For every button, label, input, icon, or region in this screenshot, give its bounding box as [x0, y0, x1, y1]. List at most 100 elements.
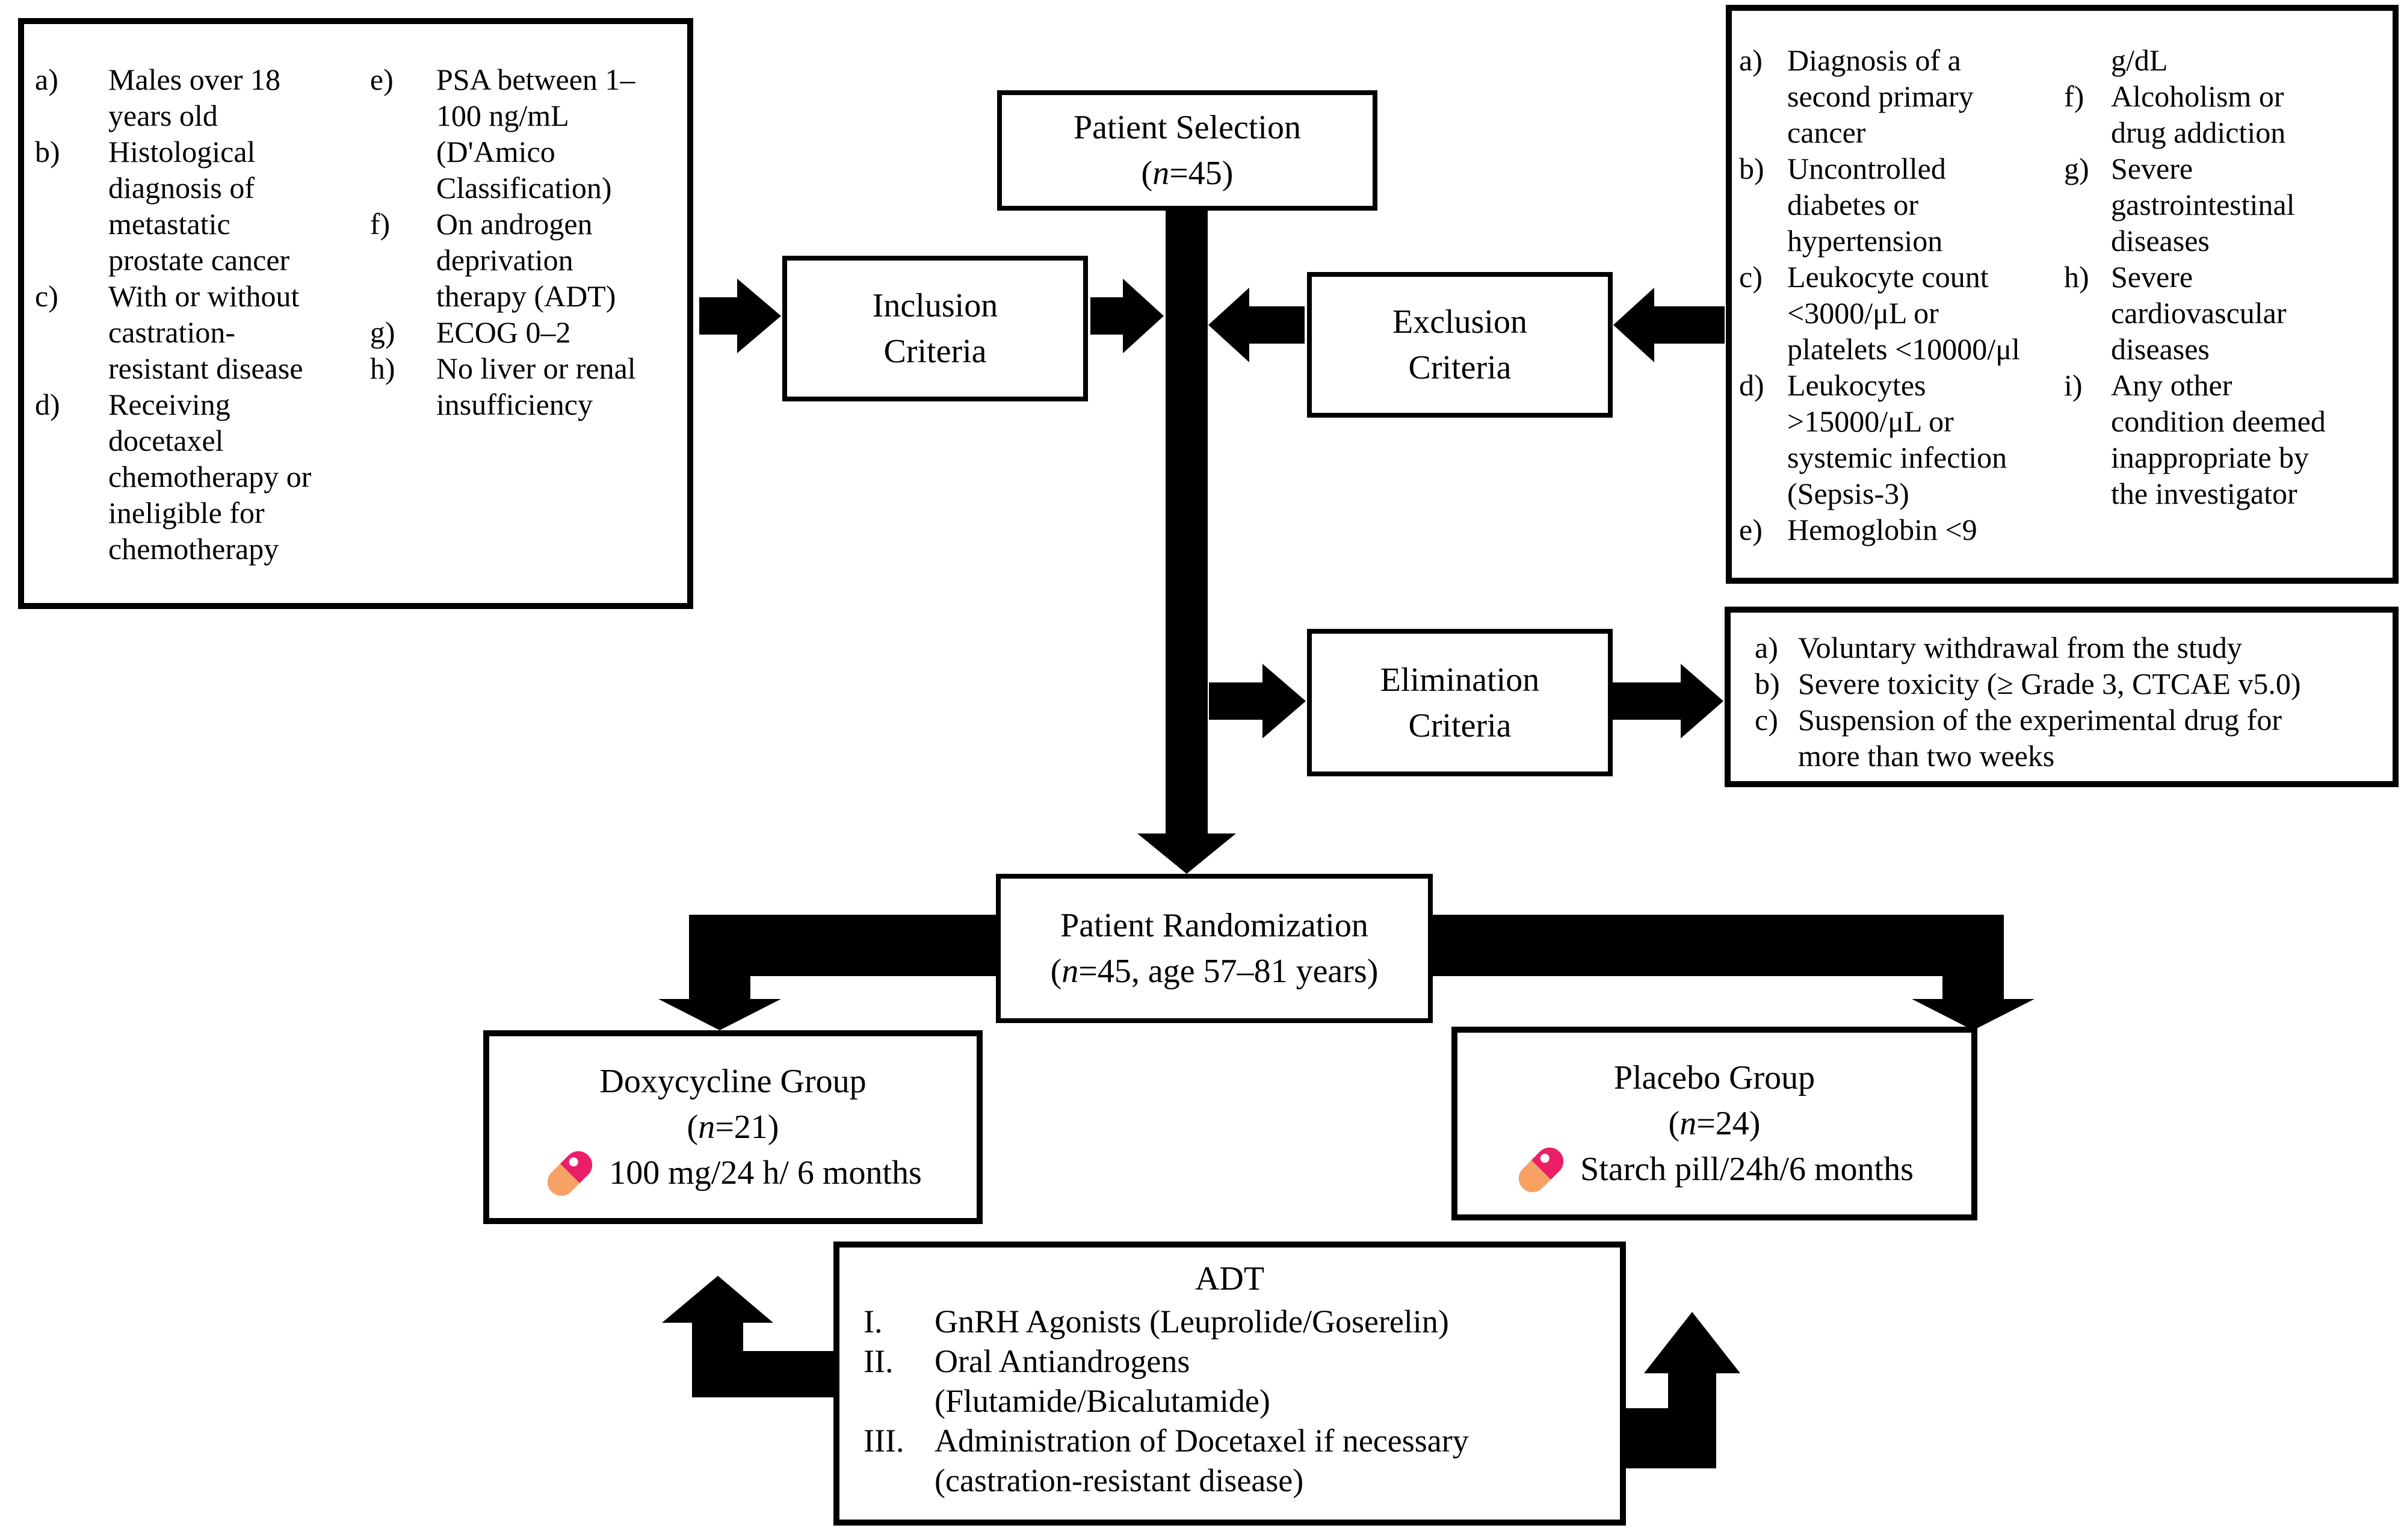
item-text: Any other condition deemed inappropriate…	[2111, 368, 2326, 510]
elimination-criteria-box: Elimination Criteria	[1307, 629, 1613, 776]
item-text: Diagnosis of a second primary cancer	[1787, 43, 1974, 149]
item-text: No liver or renal insufficiency	[436, 351, 636, 421]
adt-box: ADT I. GnRH Agonists (Leuprolide/Gosereli…	[833, 1242, 1626, 1526]
pill-icon	[544, 1150, 596, 1196]
elimination-criteria-list-box: a) Voluntary withdrawal from the study b)…	[1725, 607, 2399, 787]
item-text: Administration of Docetaxel if necessary…	[935, 1423, 1469, 1498]
randomization-title: Patient Randomization	[1060, 907, 1368, 944]
doxycycline-dose-line: 100 mg/24 h/ 6 months	[544, 1150, 922, 1196]
doxycycline-count: (n=21)	[687, 1109, 779, 1146]
list-item: e) Hemoglobin <9	[1739, 512, 2064, 548]
doxycycline-group-box: Doxycycline Group (n=21) 100 mg/24 h/ 6 …	[483, 1030, 983, 1224]
adt-title: ADT	[1194, 1260, 1265, 1297]
item-label: h)	[369, 351, 395, 385]
doxycycline-dose: 100 mg/24 h/ 6 months	[609, 1154, 922, 1192]
arrow-adt-to-placebo-bar	[1622, 1408, 1716, 1468]
elimination-criteria-label-line2: Criteria	[1408, 707, 1512, 744]
item-text: Severe gastrointestinal diseases	[2111, 152, 2295, 258]
list-item: d) Receiving docetaxel chemotherapy or in…	[35, 386, 370, 567]
item-text: With or without castration- resistant di…	[108, 279, 303, 385]
exclusion-criteria-label-line2: Criteria	[1408, 349, 1512, 386]
item-label: h)	[2064, 260, 2089, 294]
item-text: Suspension of the experimental drug for …	[1798, 703, 2282, 773]
placebo-dose: Starch pill/24h/6 months	[1580, 1151, 1914, 1188]
item-label: g)	[2064, 152, 2089, 185]
list-item: i) Any other condition deemed inappropria…	[2064, 367, 2389, 512]
randomization-count: (n=45, age 57–81 years)	[1050, 953, 1379, 990]
arrow-inclusion-box-to-bar	[1090, 279, 1164, 353]
arrow-randomization-to-doxycycline	[658, 915, 996, 1030]
arrow-elimination-box-to-list	[1612, 664, 1723, 738]
list-item: f)On androgen deprivation therapy (ADT)	[370, 206, 681, 314]
item-label: d)	[1739, 368, 1764, 402]
patient-selection-count: (n=45)	[1141, 155, 1234, 192]
arrow-bar-to-elimination-box	[1209, 664, 1306, 738]
item-text: Leukocytes >15000/μL or systemic infecti…	[1787, 368, 2007, 510]
inclusion-criteria-label-line2: Criteria	[883, 333, 987, 370]
item-label: b)	[1755, 667, 1780, 700]
list-item: h) Severe cardiovascular diseases	[2064, 259, 2389, 367]
adt-item: I. GnRH Agonists (Leuprolide/Goserelin)	[864, 1302, 1602, 1341]
exclusion-list-column-1: a) Diagnosis of a second primary cancer b…	[1739, 42, 2064, 548]
arrow-exclusion-list-to-exclusion-box	[1613, 288, 1725, 362]
placebo-count: (n=24)	[1668, 1105, 1761, 1142]
patient-randomization-box: Patient Randomization (n=45, age 57–81 y…	[996, 874, 1433, 1023]
item-text: Males over 18 years old	[108, 63, 281, 132]
item-label: d)	[35, 388, 60, 421]
exclusion-list-column-2: g/dL f)Alcoholism or drug addiction g)Se…	[2064, 42, 2389, 548]
list-item: h) No liver or renal insufficiency	[370, 350, 681, 422]
item-label: b)	[35, 135, 60, 169]
placebo-dose-line: Starch pill/24h/6 months	[1515, 1146, 1914, 1192]
item-text: Hemoglobin <9	[1787, 513, 1977, 546]
arrow-inclusion-list-to-inclusion-box	[699, 279, 781, 353]
item-label: i)	[2064, 368, 2083, 402]
item-text: Leukocyte count <3000/μL or platelets <1…	[1787, 260, 2020, 366]
item-label: a)	[35, 63, 58, 96]
list-item: d) Leukocytes >15000/μL or systemic infec…	[1739, 367, 2064, 512]
adt-item: II.Oral Antiandrogens (Flutamide/Bicalut…	[864, 1341, 1602, 1421]
list-item: b) Histological diagnosis of metastatic p…	[35, 134, 370, 278]
item-label: g)	[369, 315, 395, 349]
patient-selection-box: Patient Selection (n=45)	[997, 90, 1377, 211]
item-text: Receiving docetaxel chemotherapy or inel…	[108, 388, 312, 566]
exclusion-criteria-box: Exclusion Criteria	[1307, 272, 1613, 418]
item-label: b)	[1739, 152, 1764, 185]
list-item: c) Suspension of the experimental drug fo…	[1755, 702, 2387, 774]
item-label: a)	[1739, 43, 1763, 77]
item-text: Histological diagnosis of metastatic pro…	[108, 135, 290, 277]
item-text: g/dL	[2111, 43, 2168, 77]
item-label: III.	[864, 1423, 904, 1459]
inclusion-list-column-2: e)PSA between 1– 100 ng/mL (D'Amico Clas…	[370, 61, 681, 567]
item-text: PSA between 1– 100 ng/mL (D'Amico Classi…	[436, 63, 635, 205]
doxycycline-title: Doxycycline Group	[599, 1063, 867, 1100]
arrow-exclusion-box-to-bar	[1208, 288, 1305, 362]
item-label: c)	[1755, 703, 1778, 737]
item-label: c)	[1739, 260, 1763, 294]
list-item: g) ECOG 0–2	[370, 314, 681, 350]
item-text: Severe toxicity (≥ Grade 3, CTCAE v5.0)	[1798, 667, 2301, 700]
item-text: ECOG 0–2	[436, 315, 571, 349]
list-item: a) Diagnosis of a second primary cancer	[1739, 42, 2064, 150]
list-item: a) Males over 18 years old	[35, 61, 370, 134]
adt-item: III. Administration of Docetaxel if neces…	[864, 1421, 1602, 1500]
item-text: Severe cardiovascular diseases	[2111, 260, 2287, 366]
inclusion-criteria-list-box: a) Males over 18 years old b) Histological…	[18, 18, 693, 609]
list-item: b) Severe toxicity (≥ Grade 3, CTCAE v5.0…	[1755, 666, 2387, 702]
item-text: GnRH Agonists (Leuprolide/Goserelin)	[935, 1303, 1449, 1340]
elimination-criteria-label-line1: Elimination	[1380, 661, 1540, 699]
patient-selection-title: Patient Selection	[1074, 109, 1301, 146]
item-label: I.	[864, 1303, 883, 1340]
item-text: Voluntary withdrawal from the study	[1798, 631, 2242, 664]
placebo-group-box: Placebo Group (n=24) Starch pill/24h/6 m…	[1451, 1027, 1977, 1220]
inclusion-list-column-1: a) Males over 18 years old b) Histological…	[35, 61, 370, 567]
flow-bar-selection-to-randomization	[1137, 208, 1236, 874]
inclusion-criteria-box: Inclusion Criteria	[782, 256, 1088, 401]
item-label: a)	[1755, 631, 1778, 664]
pill-icon	[1515, 1146, 1567, 1192]
item-label: e)	[1739, 513, 1763, 546]
exclusion-criteria-label-line1: Exclusion	[1392, 303, 1527, 341]
list-item: c) Leukocyte count <3000/μL or platelets …	[1739, 259, 2064, 367]
item-label: f)	[369, 207, 391, 241]
exclusion-criteria-list-box: a) Diagnosis of a second primary cancer b…	[1726, 5, 2399, 584]
